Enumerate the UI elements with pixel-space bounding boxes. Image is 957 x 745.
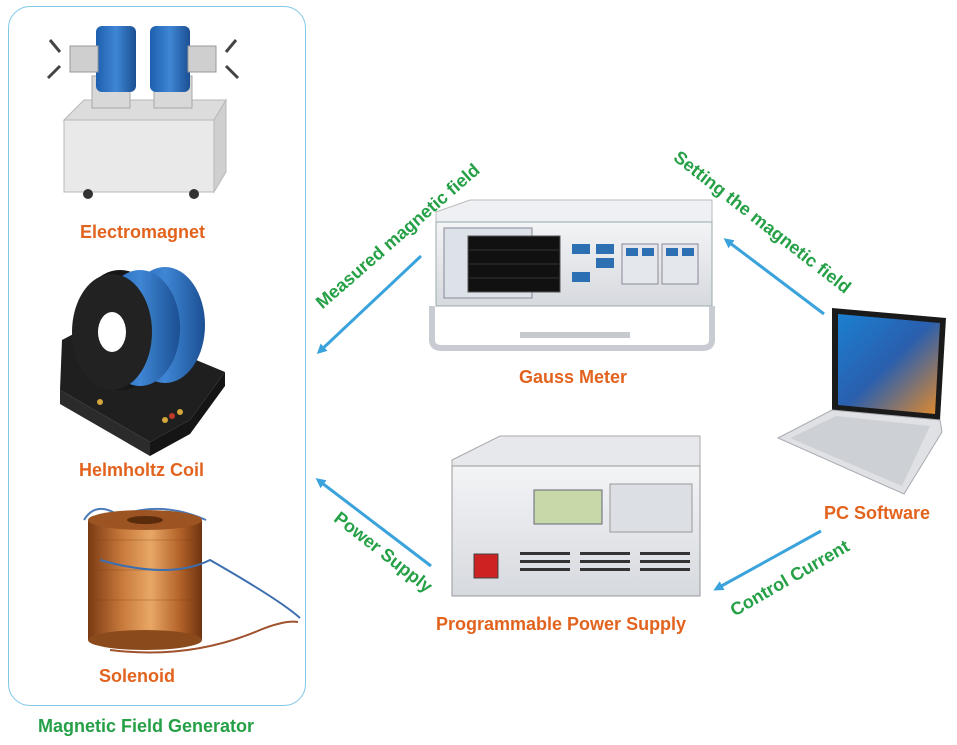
pc-software-label: PC Software: [824, 503, 931, 523]
helmholtz-coil-image: [60, 267, 225, 456]
solenoid-image: [83, 507, 301, 654]
gauss-meter-image: [429, 199, 715, 351]
laptop-image: [776, 308, 946, 495]
gauss-meter-label: Gauss Meter: [519, 367, 628, 387]
arrow-control: [713, 529, 822, 591]
generator-group-frame: [8, 6, 306, 706]
arrow-power: [315, 478, 432, 568]
generator-title: Magnetic Field Generator: [38, 716, 255, 736]
helmholtz-coil-label: Helmholtz Coil: [79, 460, 204, 480]
solenoid-label: Solenoid: [99, 666, 175, 686]
arrow-setting: [723, 238, 825, 316]
electromagnet-image: [46, 26, 240, 199]
power-supply-image: [451, 435, 701, 597]
electromagnet-label: Electromagnet: [80, 222, 206, 242]
power-supply-label: Programmable Power Supply: [436, 614, 687, 634]
arrow-measured: [316, 254, 423, 355]
